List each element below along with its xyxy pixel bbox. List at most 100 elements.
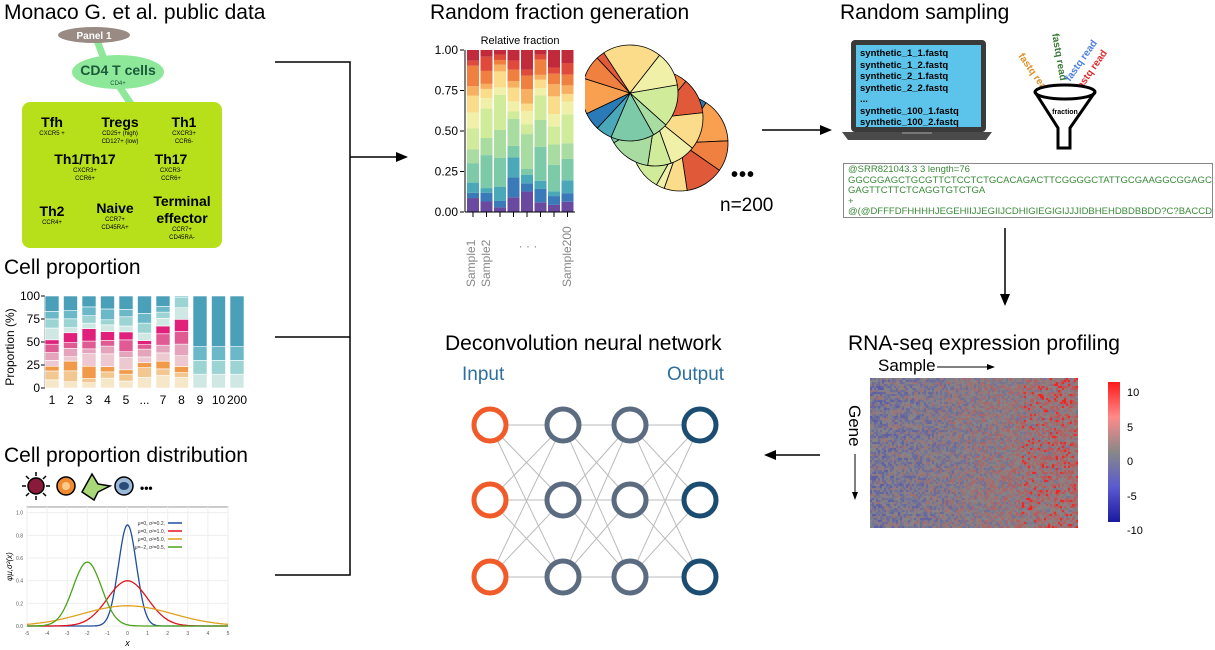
marker: CCR6- xyxy=(175,139,193,145)
proportion-bar-segment xyxy=(118,380,134,389)
fraction-bar-segment xyxy=(467,112,479,129)
proportion-xtick: 1 xyxy=(49,393,56,407)
proportion-bar-segment xyxy=(192,360,208,375)
y-tick: 0.6 xyxy=(16,556,23,562)
proportion-xtick: 2 xyxy=(67,393,74,407)
x-tick: 5 xyxy=(227,631,230,637)
fraction-bar-segment xyxy=(494,207,506,212)
fastq-file: synthetic_1_2.fastq xyxy=(860,59,949,71)
proportion-ytick: 75 xyxy=(27,312,41,326)
proportion-bar-segment xyxy=(100,366,115,373)
proportion-bar-segment xyxy=(63,356,78,362)
fraction-title: Random fraction generation xyxy=(430,1,690,24)
proportion-bar-segment xyxy=(44,379,60,389)
cell-hierarchy: Panel 1 CD4 T cells CD4+ Tfh Tregs Th1 T… xyxy=(22,27,222,248)
x-tick: -4 xyxy=(45,631,50,637)
proportion-bar-segment xyxy=(211,295,226,347)
proportion-xtick: 8 xyxy=(178,393,185,407)
marker: CCR4+ xyxy=(42,220,62,226)
proportion-bar-segment xyxy=(81,328,97,342)
marker: CCR7+ xyxy=(172,227,192,233)
proportion-bar-segment xyxy=(118,373,134,382)
proportion-bar-segment xyxy=(44,352,60,361)
x-tick: -5 xyxy=(25,631,30,637)
proportion-bar-segment xyxy=(63,360,78,372)
fraction-bar-segment xyxy=(548,164,560,192)
x-tick: -2 xyxy=(85,631,90,637)
y-label: φμ,σ²(x) xyxy=(5,552,14,581)
more-dots: ••• xyxy=(140,481,153,495)
proportion-bar-segment xyxy=(155,295,171,307)
proportion-bar-segment xyxy=(63,342,78,349)
legend-label: μ=0, σ²=5.0, xyxy=(138,537,165,543)
proportion-bar-segment xyxy=(174,355,189,367)
fraction-bar-segment xyxy=(561,180,574,194)
proportion-bar-segment xyxy=(81,353,97,367)
fraction-bar-segment xyxy=(494,157,506,187)
proportion-bar-segment xyxy=(100,324,115,332)
fraction-bar-segment xyxy=(561,50,574,64)
y-tick: 0.0 xyxy=(16,624,23,630)
fraction-bar-segment xyxy=(467,192,479,199)
fastq-file: synthetic_2_2.fastq xyxy=(860,82,949,94)
x-tick: 2 xyxy=(166,631,169,637)
fraction-bar-segment xyxy=(494,94,506,131)
proportion-bar-segment xyxy=(81,295,97,308)
fraction-bar-segment xyxy=(534,50,547,55)
pie-slice xyxy=(585,78,632,115)
fraction-bar-segment xyxy=(494,200,506,208)
proportion-bar-segment xyxy=(100,371,115,379)
fraction-bar-segment xyxy=(521,75,533,89)
fraction-bar-segment xyxy=(467,182,479,193)
xlabel-sample2: Sample2 xyxy=(479,239,493,287)
proportion-bar-segment xyxy=(118,339,134,352)
fraction-bar-segment xyxy=(467,163,479,183)
fraction-bar-segment xyxy=(467,128,479,150)
y-tick: 0.8 xyxy=(16,533,23,539)
marker: CCR7+ xyxy=(105,217,125,223)
legend-label: μ=0, σ²=1.0, xyxy=(138,529,165,535)
proportion-bar-segment xyxy=(174,372,189,378)
marker: CCR6+ xyxy=(161,176,181,182)
proportion-bar-segment xyxy=(174,296,189,309)
fraction-bar-segment xyxy=(521,191,533,212)
proportion-bar-segment xyxy=(63,327,78,334)
proportion-bar-segment xyxy=(44,365,60,372)
proportion-bar-segment xyxy=(63,318,78,328)
orange-cell-icon xyxy=(56,476,76,496)
proportion-bar-segment xyxy=(174,319,189,332)
nn-edge xyxy=(562,424,631,578)
fraction-bar-segment xyxy=(521,168,533,175)
fraction-bar-segment xyxy=(548,84,560,97)
panel-ellipse xyxy=(58,27,130,43)
cell-th2: Th2 xyxy=(40,203,65,219)
proportion-bar-segment xyxy=(100,331,115,341)
proportion-bar-segment xyxy=(63,295,78,311)
network-title: Deconvolution neural network xyxy=(445,332,722,355)
proportion-ytick: 0 xyxy=(33,381,40,395)
fraction-bar-segment xyxy=(507,111,520,120)
fastq-line: @SRR821043.3 3 length=76 xyxy=(848,164,970,175)
fraction-bar-segment xyxy=(507,145,520,158)
fraction-pies xyxy=(585,44,729,192)
proportion-xtick: 4 xyxy=(104,393,111,407)
input-label: Input xyxy=(462,364,505,385)
fraction-bar-segment xyxy=(480,88,493,99)
hidden-node xyxy=(611,558,649,596)
proportion-ytick: 50 xyxy=(27,335,41,349)
nn-edge xyxy=(489,424,564,578)
xlabel-ellipsis: · · · xyxy=(519,239,538,253)
proportion-bar-segment xyxy=(81,365,97,379)
sampling-title: Random sampling xyxy=(840,1,1010,24)
fraction-bar-segment xyxy=(534,146,547,181)
proportion-bar-segment xyxy=(44,360,60,367)
fraction-bar-segment xyxy=(548,96,560,114)
cell-th1th17: Th1/Th17 xyxy=(54,151,116,167)
proportion-bar-segment xyxy=(211,360,226,375)
fraction-bar-segment xyxy=(480,108,493,139)
proportion-bar-segment xyxy=(137,344,152,350)
cd4-marker: CD4+ xyxy=(110,81,126,87)
fraction-bar-segment xyxy=(480,155,493,189)
proportion-bar-segment xyxy=(174,366,189,373)
heatmap-colorbar xyxy=(1108,382,1120,522)
